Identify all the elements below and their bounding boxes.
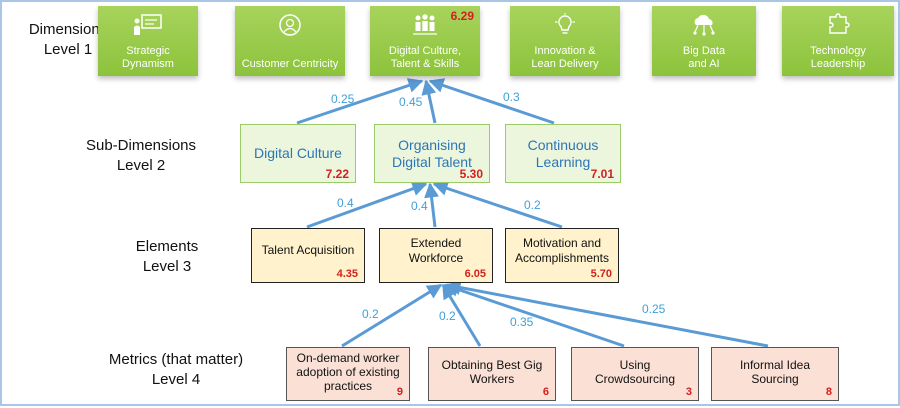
weight-label: 0.25 [331, 92, 355, 106]
dimension-title: Digital Culture,Talent & Skills [388, 45, 462, 70]
subdimension-score: 7.01 [590, 167, 614, 181]
arrow-continuous-learning [428, 78, 555, 125]
subdimension-score: 5.30 [459, 167, 483, 181]
weight-label: 0.25 [642, 302, 666, 316]
cloud-network-icon [693, 14, 715, 36]
subdimension-score: 7.22 [325, 167, 349, 181]
dimension-digital-culture-talent-skills[interactable]: 6.29 Digital Culture,Talent & Skills [370, 6, 480, 76]
subdimension-title: Digital Culture [254, 145, 342, 161]
level4-label: Metrics (that matter)Level 4 [108, 351, 244, 388]
element-score: 5.70 [590, 268, 612, 280]
weight-label: 0.2 [362, 307, 379, 321]
metric-score: 3 [685, 386, 692, 398]
weight-label: 0.3 [503, 90, 520, 104]
arrow-organising-digital-talent [421, 79, 437, 124]
team-people-icon [413, 14, 437, 35]
arrow-informal-idea [445, 280, 769, 348]
dimension-title: Innovation &Lean Delivery [531, 45, 599, 70]
weight-label: 0.4 [411, 199, 428, 213]
weight-label: 0.45 [399, 95, 423, 109]
metric-score: 6 [542, 386, 549, 398]
dimension-customer-centricity[interactable]: Customer Centricity [235, 6, 345, 76]
dimension-innovation-lean-delivery[interactable]: Innovation &Lean Delivery [510, 6, 620, 76]
weight-label: 0.2 [439, 309, 456, 323]
weight-label: 0.4 [337, 196, 354, 210]
weight-label: 0.35 [510, 315, 534, 329]
metric-score: 8 [825, 386, 832, 398]
element-title: Talent Acquisition [261, 243, 355, 257]
arrow-digital-culture [296, 78, 424, 125]
subdimension-digital-culture[interactable]: Digital Culture 7.22 [240, 124, 356, 183]
customer-headset-icon [279, 14, 301, 36]
metric-score: 9 [396, 386, 403, 398]
element-talent-acquisition[interactable]: Talent Acquisition 4.35 [251, 228, 365, 283]
arrow-crowdsourcing [443, 282, 625, 348]
puzzle-icon [829, 13, 850, 34]
arrow-motivation [432, 181, 563, 229]
element-score: 4.35 [336, 268, 358, 280]
dimension-title: Customer Centricity [241, 58, 339, 70]
presentation-icon [134, 14, 162, 35]
arrow-on-demand-worker [341, 283, 443, 348]
lightbulb-icon [555, 13, 575, 34]
dimension-score: 6.29 [450, 9, 474, 23]
element-score: 6.05 [464, 268, 486, 280]
weight-label: 0.2 [524, 198, 541, 212]
arrow-talent-acquisition [306, 181, 428, 229]
arrow-extended-workforce [424, 182, 440, 228]
